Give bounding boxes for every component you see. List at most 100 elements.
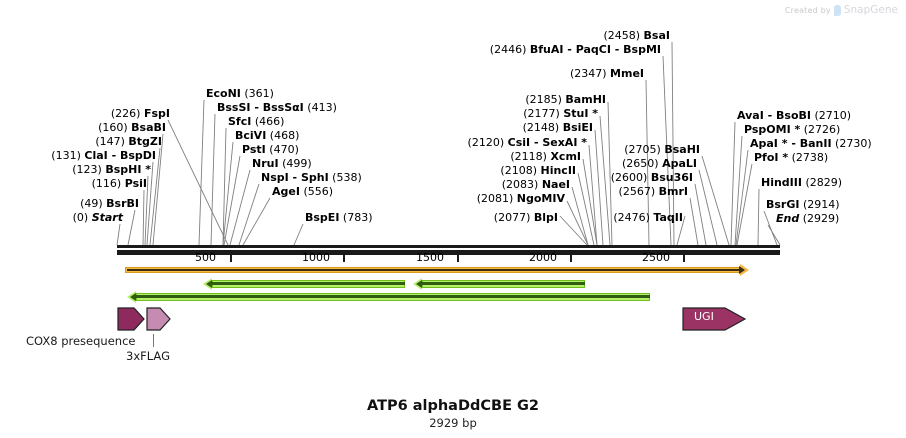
watermark-created-by: Created by [784, 5, 831, 15]
enzyme-position: (2148) [522, 121, 560, 134]
enzyme-label[interactable]: EcoNI (361) [206, 88, 274, 100]
enzyme-label[interactable]: (2705) BsaHI [560, 144, 700, 156]
enzyme-label[interactable]: (2120) CsiI - SexAI * [390, 137, 587, 149]
enzyme-position: (466) [254, 115, 285, 128]
enzyme-position: (160) [98, 121, 128, 134]
ruler-tick [230, 251, 232, 262]
enzyme-label[interactable]: (116) PsiI [0, 178, 147, 190]
enzyme-label[interactable]: AvaI - BsoBI (2710) [737, 110, 851, 122]
enzyme-label[interactable]: PstI (470) [242, 144, 299, 156]
enzyme-position: (468) [269, 129, 300, 142]
enzyme-label[interactable]: ApaI * - BanII (2730) [750, 138, 872, 150]
enzyme-label[interactable]: SfcI (466) [228, 116, 284, 128]
enzyme-name: Start [91, 211, 123, 224]
enzyme-label[interactable]: (2185) BamHI [420, 94, 606, 106]
enzyme-label[interactable]: PspOMI * (2726) [744, 124, 840, 136]
orange-feature-core [127, 269, 740, 271]
enzyme-label[interactable]: NruI (499) [252, 158, 312, 170]
enzyme-name: AgeI [272, 185, 300, 198]
cox8-presequence-arrow[interactable] [117, 307, 145, 331]
enzyme-label[interactable]: NspI - SphI (538) [261, 172, 362, 184]
snapgene-logo-icon [833, 4, 841, 16]
enzyme-label[interactable]: (2347) MmeI [440, 68, 644, 80]
ruler-tick [570, 251, 572, 262]
ruler-tick [457, 251, 459, 262]
enzyme-name: BsaHI [664, 143, 700, 156]
enzyme-label[interactable]: (2077) BlpI [390, 212, 558, 224]
enzyme-label[interactable]: (2446) BfuAI - PaqCI - BspMI [400, 44, 661, 56]
sequence-backbone-bottom[interactable] [117, 250, 780, 255]
enzyme-label[interactable]: (49) BsrBI [0, 198, 139, 210]
enzyme-position: (2829) [805, 176, 843, 189]
enzyme-position: (556) [303, 185, 334, 198]
enzyme-label[interactable]: (2083) NaeI [400, 179, 570, 191]
enzyme-name: BamHI [565, 93, 606, 106]
enzyme-position: (2650) [622, 157, 659, 170]
enzyme-position: (131) [51, 149, 81, 162]
enzyme-label[interactable]: (2650) ApaLI [560, 158, 697, 170]
enzyme-name: BfuAI - PaqCI - BspMI [529, 43, 661, 56]
enzyme-position: (2083) [501, 178, 539, 191]
enzyme-label[interactable]: BsrGI (2914) [766, 199, 840, 211]
enzyme-name: NspI - SphI [261, 171, 329, 184]
enzyme-label[interactable]: (2600) Bsu36I [550, 172, 693, 184]
enzyme-name: ClaI - BspDI [84, 149, 156, 162]
enzyme-position: (2108) [500, 164, 537, 177]
enzyme-name: BtgZI [128, 135, 162, 148]
enzyme-label[interactable]: (2458) BsaI [450, 30, 670, 42]
enzyme-label[interactable]: HindIII (2829) [761, 177, 842, 189]
enzyme-position: (2458) [603, 29, 641, 42]
ruler-label: 2500 [642, 251, 670, 264]
enzyme-position: (2185) [525, 93, 562, 106]
enzyme-label[interactable]: (147) BtgZI [0, 136, 162, 148]
enzyme-label-end[interactable]: End (2929) [776, 213, 839, 225]
enzyme-label[interactable]: (123) BspHI * [0, 164, 151, 176]
enzyme-label[interactable]: (2108) HincII [400, 165, 576, 177]
enzyme-name: SfcI [228, 115, 252, 128]
enzyme-position: (2567) [618, 185, 656, 198]
green-feature-core-arrowhead [416, 280, 422, 288]
3xflag-arrow[interactable] [146, 307, 171, 331]
enzyme-position: (2914) [802, 198, 840, 211]
enzyme-name: ApaI * - BanII [750, 137, 832, 150]
enzyme-label[interactable]: BciVI (468) [235, 130, 299, 142]
enzyme-label[interactable]: (2148) BsiEI [420, 122, 593, 134]
enzyme-label[interactable]: (131) ClaI - BspDI [0, 150, 156, 162]
enzyme-label[interactable]: (2177) StuI * [420, 108, 598, 120]
sequence-backbone-top[interactable] [117, 245, 780, 248]
enzyme-label[interactable]: (2118) XcmI [410, 151, 581, 163]
enzyme-label[interactable]: (2567) BmrI [550, 186, 688, 198]
enzyme-name: BmrI [658, 185, 688, 198]
enzyme-name: BsrGI [766, 198, 800, 211]
ruler-tick [343, 251, 345, 262]
green-feature-core [136, 295, 650, 298]
enzyme-position: (2347) [569, 67, 607, 80]
enzyme-name: NruI [252, 157, 279, 170]
green-feature-core-arrowhead [130, 293, 136, 301]
enzyme-position: (2077) [493, 211, 531, 224]
enzyme-label[interactable]: (226) FspI [0, 108, 170, 120]
enzyme-position: (2705) [624, 143, 661, 156]
enzyme-label[interactable]: PfoI * (2738) [754, 152, 828, 164]
enzyme-position: (49) [80, 197, 103, 210]
ugi-arrow[interactable] [682, 307, 747, 331]
enzyme-position: (413) [307, 101, 337, 114]
green-feature-core-arrowhead [206, 280, 212, 288]
enzyme-label[interactable]: (160) BsaBI [0, 122, 166, 134]
enzyme-name: XcmI [550, 150, 581, 163]
enzyme-label[interactable]: BssSI - BssSαI (413) [217, 102, 337, 114]
enzyme-name: TaqII [653, 211, 683, 224]
enzyme-name: FspI [143, 107, 170, 120]
enzyme-label[interactable]: (2476) TaqII [540, 212, 683, 224]
enzyme-label[interactable]: AgeI (556) [272, 186, 333, 198]
enzyme-position: (2726) [803, 123, 841, 136]
plasmid-length: 2929 bp [429, 416, 477, 430]
enzyme-label[interactable]: (2081) NgoMIV [390, 193, 565, 205]
enzyme-position: (783) [342, 211, 373, 224]
enzyme-name: AvaI - BsoBI [737, 109, 811, 122]
enzyme-name: CsiI - SexAI * [507, 136, 587, 149]
enzyme-label-start[interactable]: (0) Start [0, 212, 123, 224]
enzyme-label[interactable]: BspEI (783) [305, 212, 373, 224]
orange-feature-core-arrowhead [739, 266, 745, 274]
ruler-label: 1500 [416, 251, 444, 264]
